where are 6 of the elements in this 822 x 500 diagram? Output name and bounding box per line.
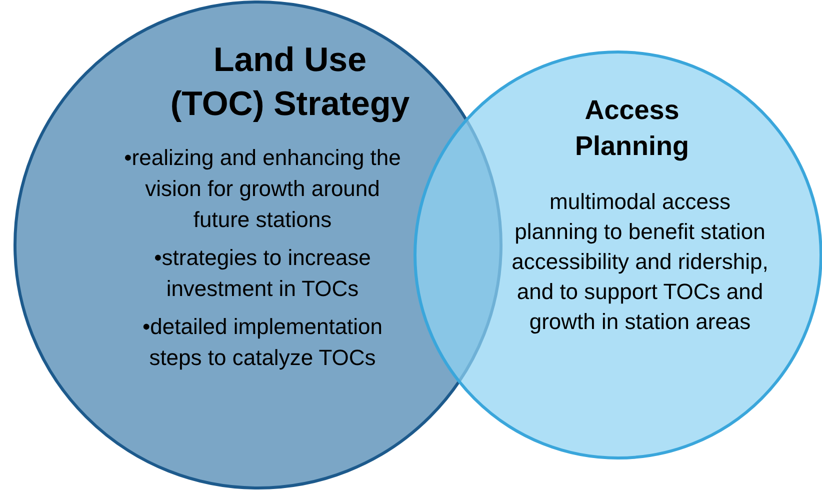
circle-heading: Land Use (TOC) Strategy: [169, 40, 411, 125]
bullet-text: •detailed implementation steps to catalyze TOCs: [141, 313, 384, 372]
bullet-text: •realizing and enhancing the vision for growth around future stations: [123, 144, 402, 234]
circle-heading: Access Planning: [574, 94, 690, 163]
bullet-text: •strategies to increase investment in TOCs: [153, 244, 372, 303]
description-text: multimodal access planning to benefit station accessibility and ridership, and to support TOCs and growth in station areas: [510, 188, 770, 336]
